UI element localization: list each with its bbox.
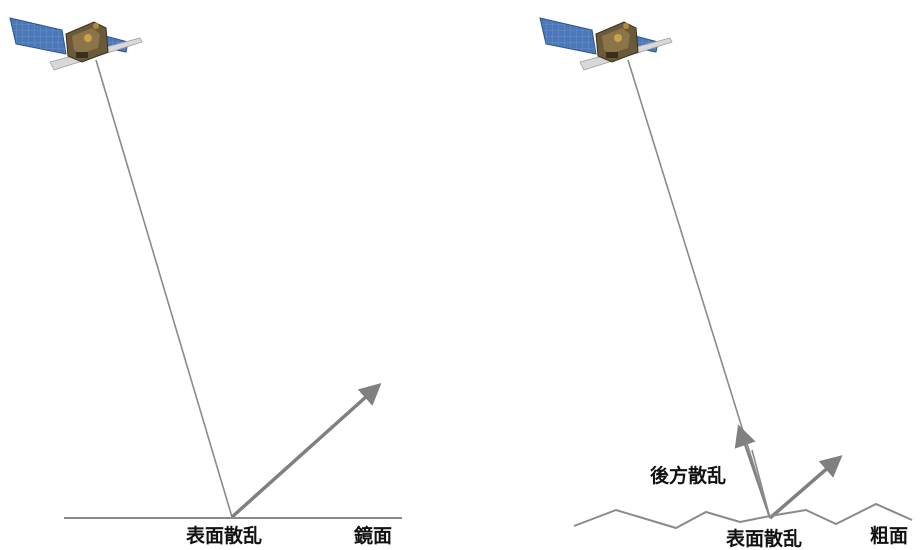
satellite-icon [539,17,673,71]
rough-surface-line [573,502,913,530]
forward-scatter-arrow [768,455,843,520]
backscatter-arrow-3 [745,439,771,519]
specular-reflection-arrow [230,382,382,519]
incident-ray [95,59,233,518]
panel-rough [539,17,913,530]
backscatter-label: 後方散乱 [650,465,727,487]
specular-scatter-label: 表面散乱 [186,525,263,547]
specular-surface-label: 鏡面 [354,525,393,547]
rough-surface-label: 粗面 [870,525,909,547]
rough-scatter-label: 表面散乱 [726,528,803,550]
panel-specular [9,17,402,519]
satellite-icon [9,17,143,71]
